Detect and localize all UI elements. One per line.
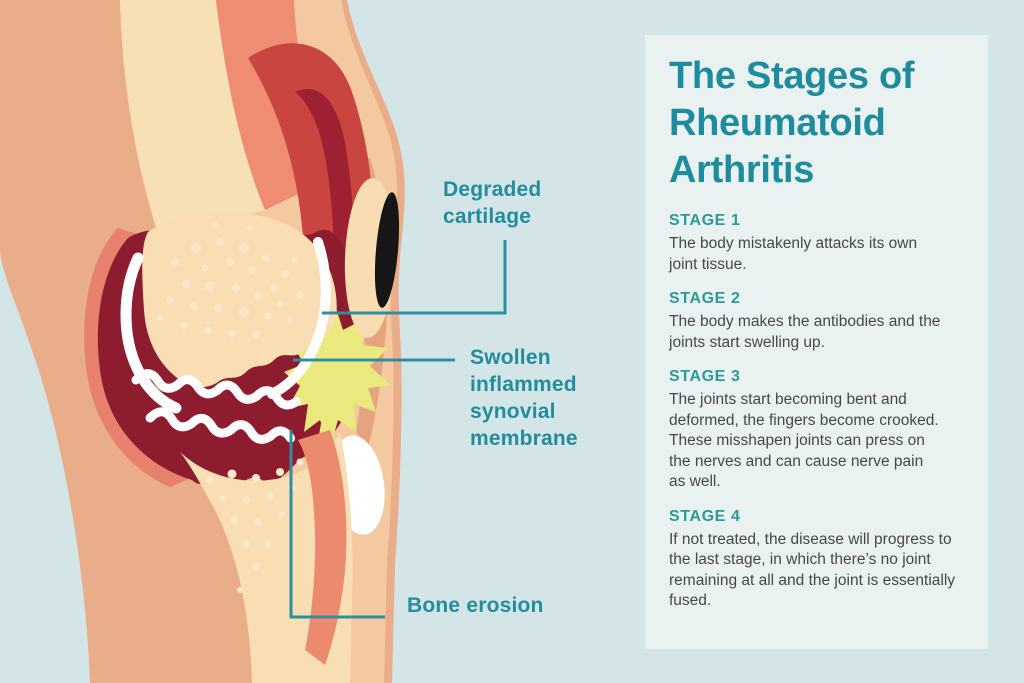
lower-capsule-strip (298, 430, 347, 665)
cartilage-crescent (120, 252, 182, 414)
label-swollen-synovial-membrane: Swollen inflammed synovial membrane (470, 346, 578, 450)
stage-3-section: STAGE 3 The joints start becoming bent a… (669, 368, 974, 493)
knee-joint-illustration (0, 0, 507, 683)
stage-3-heading: STAGE 3 (669, 368, 741, 385)
stage-4-section: STAGE 4 If not treated, the disease will… (669, 508, 974, 612)
label-bone-erosion: Bone erosion (407, 594, 544, 617)
stage-4-heading: STAGE 4 (669, 507, 741, 525)
femoral-condyle (142, 212, 337, 388)
stage-1-section: STAGE 1 The body mistakenly attacks its … (669, 212, 974, 275)
connector-bone-erosion (289, 430, 385, 619)
stage-3-body: The joints start becoming bent and defor… (669, 391, 939, 490)
cartilage-squiggle-2 (145, 407, 296, 444)
femur-bone (120, 0, 265, 240)
degraded-cartilage-line (267, 237, 331, 399)
bone-speckles (157, 222, 304, 593)
connector-degraded-cartilage (322, 240, 507, 315)
joint-shadow-mark (374, 192, 400, 308)
stage-2-section: STAGE 2 The body makes the antibodies an… (669, 290, 974, 353)
stage-2-body: The body makes the antibodies and the jo… (669, 313, 941, 351)
stages-panel: The Stages of Rheumatoid Arthritis STAGE… (645, 35, 988, 649)
cartilage-squiggle-1 (131, 369, 302, 410)
stage-1-heading: STAGE 1 (669, 212, 741, 229)
synovial-fluid (284, 305, 390, 448)
stage-1-body: The body mistakenly attacks its own join… (669, 235, 918, 273)
stage-4-body: If not treated, the disease will progres… (669, 530, 956, 610)
stage-2-heading: STAGE 2 (669, 290, 741, 307)
panel-title: The Stages of Rheumatoid Arthritis (669, 55, 915, 191)
label-degraded-cartilage: Degraded cartilage (443, 178, 542, 228)
